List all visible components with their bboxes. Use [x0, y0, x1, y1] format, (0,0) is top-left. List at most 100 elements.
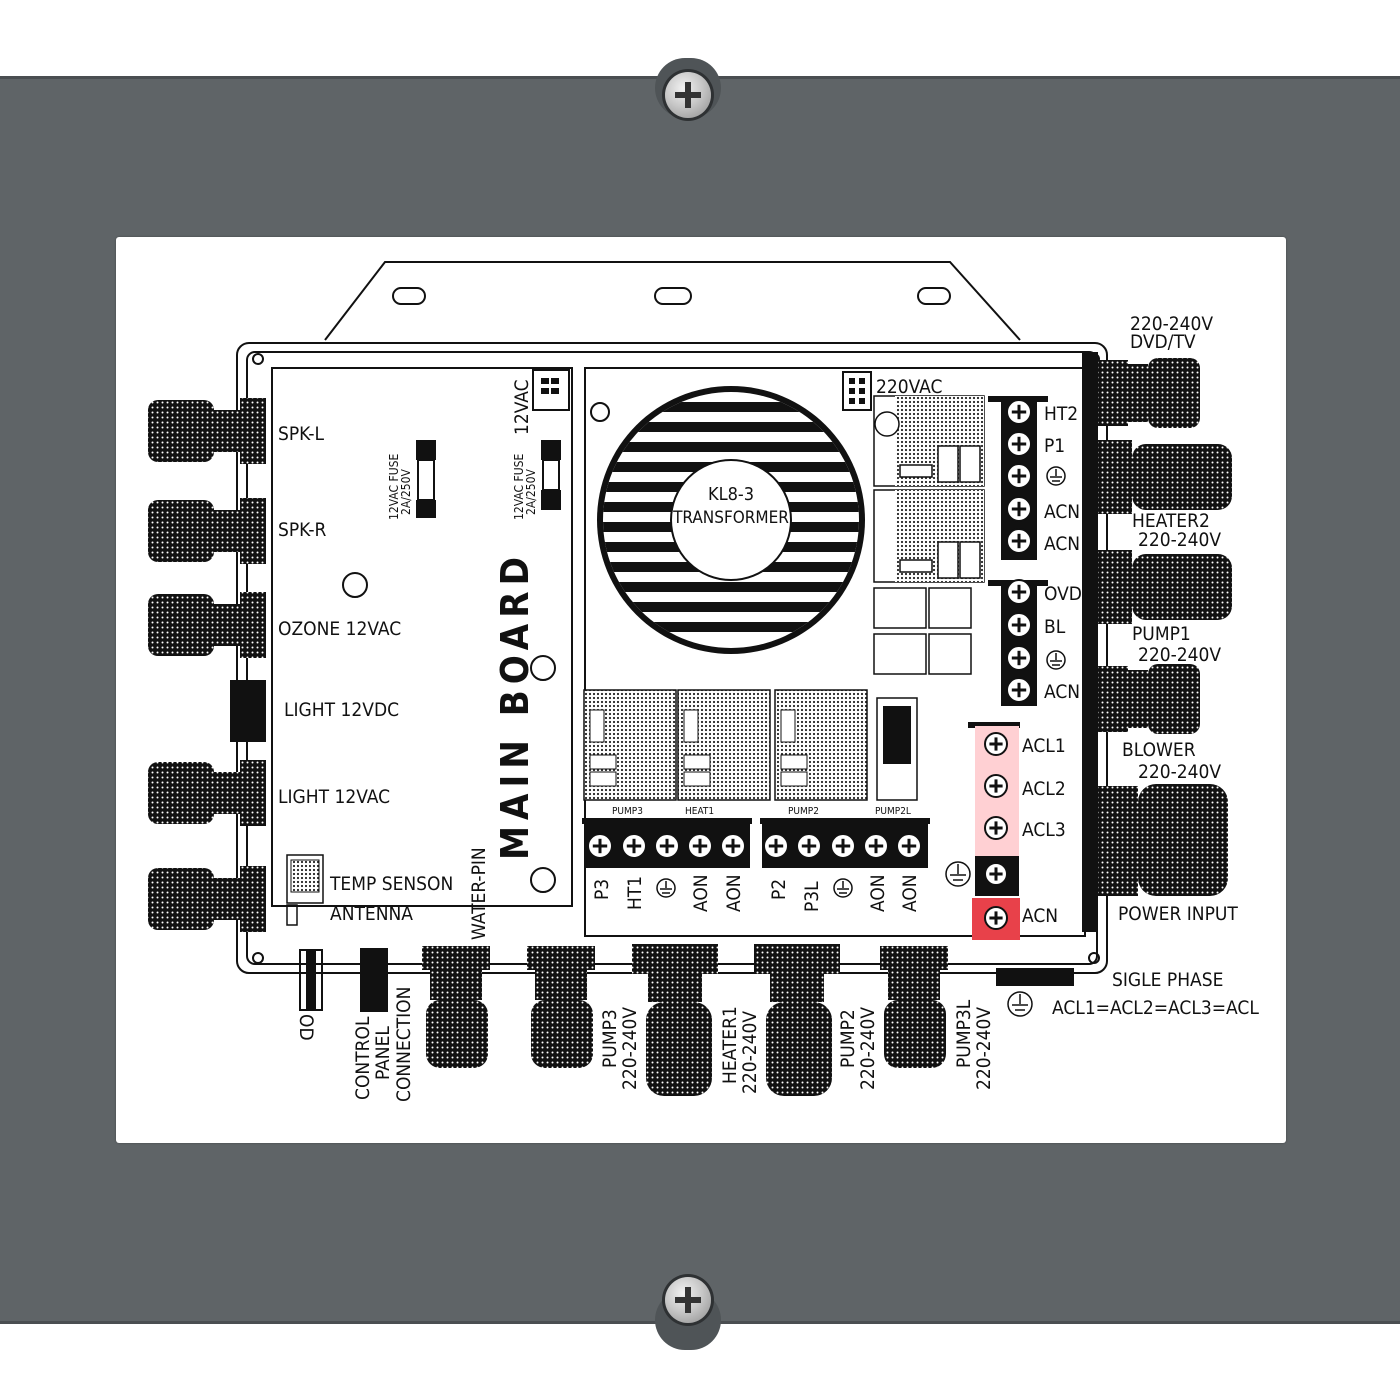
port-temp-sensor: TEMP SENSON: [329, 873, 453, 895]
connector-od: OD: [295, 1014, 317, 1041]
relay-label-heat1: HEAT1: [685, 806, 714, 817]
note-phase-equation: ACL1=ACL2=ACL3=ACL: [1052, 997, 1259, 1019]
terminal-ht1: HT1: [624, 876, 646, 910]
ground-symbol-icon: [833, 878, 853, 898]
supply-220vac-label: 220VAC: [876, 376, 942, 398]
terminal-screw-icon: [896, 833, 922, 859]
ground-symbol-icon: [656, 878, 676, 898]
terminal-screw-icon: [1006, 677, 1032, 703]
relay-bank-lower: [583, 689, 918, 801]
terminal-screw-icon: [687, 833, 713, 859]
terminal-screw-icon: [1006, 528, 1032, 554]
terminal-screw-icon: [1006, 645, 1032, 671]
ground-lug: [996, 968, 1074, 986]
terminal-screws-right: [1006, 399, 1032, 703]
terminal-acn-2: ACN: [1044, 533, 1080, 555]
control-panel-label-1: CONTROL: [352, 1016, 374, 1100]
connector-pump1: PUMP1: [1132, 623, 1191, 645]
supply-12vac-label: 12VAC: [511, 379, 533, 435]
terminal-p3: P3: [591, 879, 613, 900]
terminal-screw-icon: [720, 833, 746, 859]
relay-label-pump2l: PUMP2L: [875, 806, 911, 817]
connector-pump2-voltage: 220-240V: [857, 1007, 879, 1090]
connector-dvd-tv: DVD/TV: [1130, 331, 1196, 353]
dip-switch: [286, 854, 324, 926]
terminal-acl1: ACL1: [1022, 735, 1066, 757]
phillips-screw-icon: [665, 72, 711, 118]
terminal-screw-icon: [763, 833, 789, 859]
terminal-acl3: ACL3: [1022, 819, 1066, 841]
connector-dvd-tv-voltage: 220-240V: [1130, 313, 1213, 335]
terminal-acl2: ACL2: [1022, 778, 1066, 800]
terminal-screw-icon: [984, 862, 1008, 886]
terminal-screw-icon: [796, 833, 822, 859]
terminal-aon-2: AON: [723, 874, 745, 912]
transformer-label: TRANSFORMER: [672, 508, 789, 528]
terminal-screw-icon: [1006, 496, 1032, 522]
terminal-acn-3: ACN: [1044, 681, 1080, 703]
connector-pump3: PUMP3: [599, 1009, 621, 1068]
ground-symbol-icon: [945, 861, 971, 887]
phillips-screw-icon: [665, 1277, 711, 1323]
note-single-phase: SIGLE PHASE: [1112, 969, 1223, 991]
connector-pump2: PUMP2: [837, 1009, 859, 1068]
terminal-screw-icon: [984, 816, 1008, 840]
connector-blower-voltage: 220-240V: [1138, 761, 1221, 783]
port-spk-l: SPK-L: [278, 423, 325, 445]
ground-symbol-icon: [1007, 991, 1033, 1017]
terminal-p1: P1: [1044, 435, 1065, 457]
connector-blower: BLOWER: [1122, 739, 1196, 761]
ground-symbol-icon: [1046, 466, 1066, 486]
port-spk-r: SPK-R: [278, 519, 327, 541]
fuse-label-2: 12VAC FUSE: [512, 454, 526, 520]
transformer-model: KL8-3: [708, 484, 754, 505]
left-cable-glands: [148, 398, 266, 932]
connector-pump1-voltage: 220-240V: [1138, 644, 1221, 666]
terminal-aon-4: AON: [899, 874, 921, 912]
terminal-screw-icon: [654, 833, 680, 859]
terminal-ht2: HT2: [1044, 403, 1078, 425]
terminal-screw-icon: [984, 732, 1008, 756]
terminal-aon-3: AON: [867, 874, 889, 912]
port-water-pin: WATER-PIN: [468, 847, 490, 940]
fuse-rating-2: 2A/250V: [524, 469, 538, 515]
bottom-connectors: [299, 944, 948, 1096]
terminal-screw-icon: [984, 774, 1008, 798]
port-ozone: OZONE 12VAC: [278, 618, 401, 640]
terminal-screw-icon: [984, 906, 1008, 930]
relay-bank-upper: [873, 395, 985, 675]
control-panel-label-2: PANEL: [372, 1026, 394, 1080]
connector-heater1-voltage: 220-240V: [739, 1011, 761, 1094]
terminal-screw-icon: [1006, 612, 1032, 638]
mounting-bracket: [324, 261, 1021, 341]
connector-heater2-voltage: 220-240V: [1138, 529, 1221, 551]
terminal-screw-icon: [1006, 431, 1032, 457]
terminal-screw-icon: [1006, 399, 1032, 425]
control-panel-label-3: CONNECTION: [393, 987, 415, 1102]
terminal-screw-icon: [830, 833, 856, 859]
relay-label-pump2: PUMP2: [788, 806, 819, 817]
main-board-title: MAIN BOARD: [493, 551, 537, 860]
fuse-rating: 2A/250V: [399, 469, 413, 515]
port-light-12vdc: LIGHT 12VDC: [284, 699, 399, 721]
connector-pump3l: PUMP3L: [953, 999, 975, 1068]
terminal-p2: P2: [768, 879, 790, 900]
fuse-label: 12VAC FUSE: [387, 454, 401, 520]
port-antenna: ANTENNA: [330, 903, 413, 925]
terminal-ovd: OVD: [1044, 583, 1082, 605]
bottom-terminal-screws: [587, 833, 922, 859]
terminal-screw-icon: [1006, 463, 1032, 489]
connector-220vac: [842, 371, 872, 411]
port-light-12vac: LIGHT 12VAC: [278, 786, 390, 808]
right-cable-glands: [1082, 352, 1232, 932]
terminal-bl: BL: [1044, 616, 1066, 638]
terminal-p3l: P3L: [801, 881, 823, 912]
terminal-screw-icon: [1006, 579, 1032, 605]
connector-heater2: HEATER2: [1132, 510, 1210, 532]
ground-symbol-icon: [1046, 650, 1066, 670]
terminal-screw-icon: [587, 833, 613, 859]
connector-power-input: POWER INPUT: [1118, 903, 1238, 925]
connector-pump3-voltage: 220-240V: [619, 1007, 641, 1090]
terminal-acn-1: ACN: [1044, 501, 1080, 523]
